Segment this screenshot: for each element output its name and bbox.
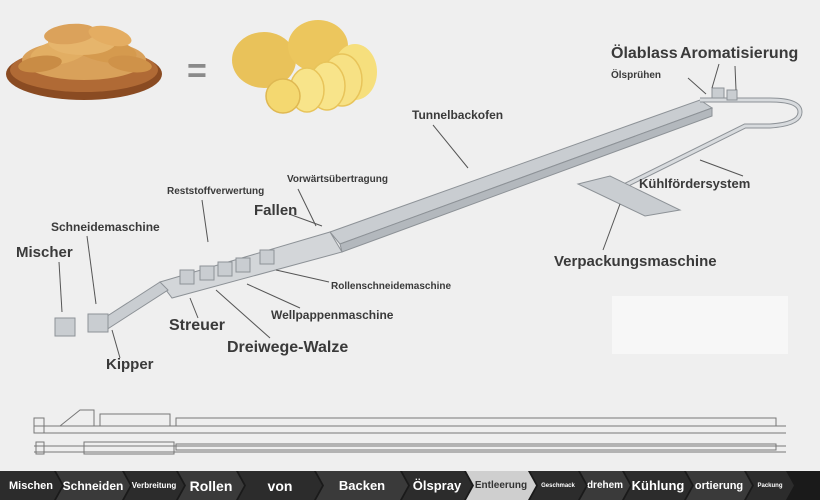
step-mischen: Mischen bbox=[0, 471, 62, 500]
label-fallen: Fallen bbox=[254, 202, 298, 219]
step-verbreitung: Verbreitung bbox=[124, 471, 184, 500]
label-dreiwege-walze: Dreiwege-Walze bbox=[227, 339, 349, 356]
potato-chips-bowl-image bbox=[6, 23, 162, 100]
leader-lines bbox=[58, 63, 744, 359]
watermark-logo bbox=[612, 296, 788, 354]
label-reststoffverwertung: Reststoffverwertung bbox=[167, 186, 265, 197]
label-oelspruehen: Ölsprühen bbox=[611, 70, 662, 81]
potatoes-image bbox=[232, 20, 377, 114]
step-entleerung: Entleerung bbox=[466, 471, 536, 500]
label-oelablass: Ölablass bbox=[611, 45, 678, 62]
step-oelspray: Ölspray bbox=[402, 471, 472, 500]
label-aromatisierung: Aromatisierung bbox=[680, 45, 799, 62]
label-tunnelbackofen: Tunnelbackofen bbox=[412, 108, 504, 122]
label-vorwaertsuebertragung: Vorwärtsübertragung bbox=[287, 174, 388, 185]
step-kuehlung: Kühlung bbox=[624, 471, 692, 500]
production-line-machinery bbox=[54, 87, 803, 337]
layout-schematic bbox=[33, 409, 786, 455]
equals-sign: = bbox=[187, 52, 207, 90]
label-wellpappenmaschine: Wellpappenmaschine bbox=[271, 308, 394, 322]
step-von: von bbox=[238, 471, 322, 500]
step-rollen: Rollen bbox=[178, 471, 244, 500]
label-kuehlfoerdersystem: Kühlfördersystem bbox=[639, 176, 751, 191]
label-rollenschneidemaschine: Rollenschneidemaschine bbox=[331, 281, 452, 292]
label-kipper: Kipper bbox=[106, 356, 154, 373]
label-streuer: Streuer bbox=[169, 317, 226, 334]
diagram-artwork: = bbox=[6, 20, 803, 455]
step-packung: Packung bbox=[746, 471, 794, 500]
label-schneidemaschine: Schneidemaschine bbox=[51, 220, 160, 234]
step-drehem: drehem bbox=[580, 471, 630, 500]
step-geschmack: Geschmack bbox=[530, 471, 586, 500]
step-schneiden: Schneiden bbox=[56, 471, 130, 500]
process-steps-bar: Mischen Schneiden Verbreitung Rollen von… bbox=[0, 471, 820, 500]
label-mischer: Mischer bbox=[16, 244, 73, 261]
step-ortierung: ortierung bbox=[686, 471, 752, 500]
step-backen: Backen bbox=[316, 471, 408, 500]
label-verpackungsmaschine: Verpackungsmaschine bbox=[554, 253, 717, 270]
